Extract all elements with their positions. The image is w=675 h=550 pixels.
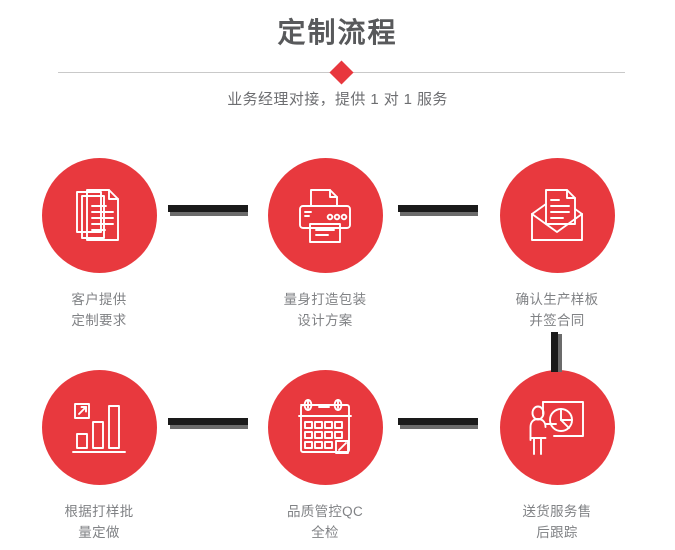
- flow-step-6-label: 送货服务售 后跟踪: [522, 504, 592, 540]
- connector-step5-step6: [398, 418, 478, 429]
- page-title: 定制流程: [277, 17, 398, 48]
- connector-bar: [398, 418, 478, 425]
- page-header: 定制流程 业务经理对接，提供 1 对 1 服务: [0, 0, 675, 130]
- connector-step1-step2: [168, 205, 248, 216]
- page-subtitle: 业务经理对接，提供 1 对 1 服务: [227, 91, 448, 108]
- connector-bar: [168, 418, 248, 425]
- flow-step-6-circle: [499, 370, 615, 485]
- connector-step3-step6: [551, 332, 562, 372]
- flow-step-3-label: 确认生产样板 并签合同: [515, 292, 599, 328]
- connector-shadow: [170, 425, 248, 429]
- flow-step-4-circle: [41, 370, 157, 485]
- connector-step4-step5: [168, 418, 248, 429]
- flow-step-1-label: 客户提供 定制要求: [71, 292, 127, 328]
- flow-step-3-circle: [499, 158, 615, 273]
- connector-shadow: [400, 425, 478, 429]
- bar-chart-growth-icon: [72, 402, 126, 453]
- calendar-check-icon: [298, 398, 352, 454]
- flow-step-2[interactable]: 量身打造包装 设计方案: [245, 158, 405, 331]
- flow-step-1[interactable]: 客户提供 定制要求: [19, 158, 179, 331]
- connector-bar: [398, 205, 478, 212]
- process-flow-diagram: 客户提供 定制要求 量身打造包装 设计方案: [0, 140, 675, 550]
- connector-step2-step3: [398, 205, 478, 216]
- connector-shadow: [400, 212, 478, 216]
- connector-bar: [168, 205, 248, 212]
- flow-step-2-circle: [267, 158, 383, 273]
- connector-bar: [551, 332, 558, 372]
- flow-step-2-label: 量身打造包装 设计方案: [283, 292, 367, 328]
- flow-step-5-circle: [267, 370, 383, 485]
- flow-step-1-circle: [41, 158, 157, 273]
- documents-stack-icon: [76, 188, 119, 241]
- printer-icon: [299, 188, 351, 243]
- title-divider: [58, 59, 625, 85]
- presenter-piechart-icon: [529, 400, 584, 455]
- connector-shadow: [558, 334, 562, 372]
- envelope-document-icon: [531, 188, 583, 241]
- flow-step-5-label: 品质管控QC 全检: [286, 504, 364, 540]
- diamond-ornament-icon: [329, 59, 354, 85]
- flow-step-4-label: 根据打样批 量定做: [64, 504, 134, 540]
- flow-step-6[interactable]: 送货服务售 后跟踪: [477, 370, 637, 543]
- flow-step-5[interactable]: 品质管控QC 全检: [245, 370, 405, 543]
- connector-shadow: [170, 212, 248, 216]
- flow-step-4[interactable]: 根据打样批 量定做: [19, 370, 179, 543]
- flow-step-3[interactable]: 确认生产样板 并签合同: [477, 158, 637, 331]
